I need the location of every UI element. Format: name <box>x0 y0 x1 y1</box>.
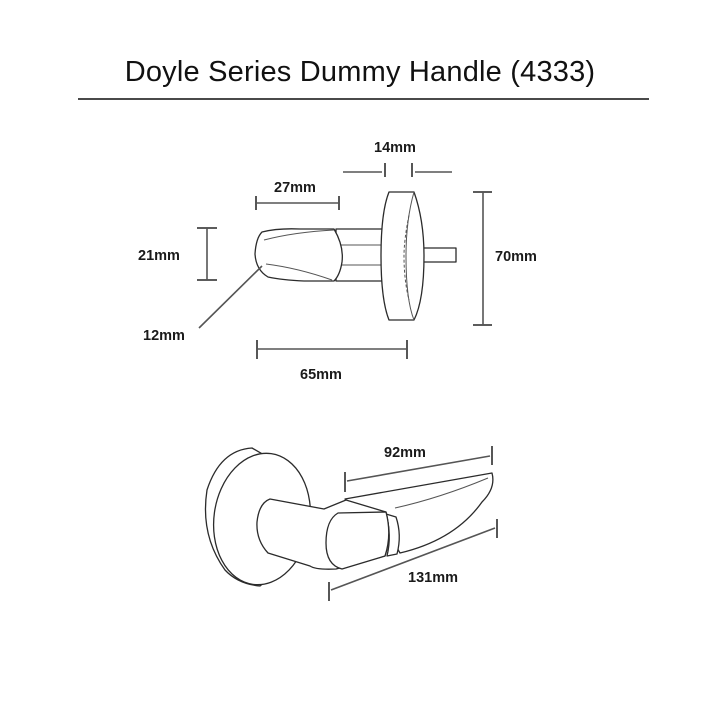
dim-label-92mm: 92mm <box>384 445 426 461</box>
rose-disc <box>380 191 425 321</box>
dim-label-70mm: 70mm <box>495 249 537 265</box>
dim-92mm: 92mm <box>344 445 493 492</box>
dim-label-12mm: 12mm <box>143 328 185 344</box>
dim-label-14mm: 14mm <box>374 140 416 156</box>
perspective-view-drawing: 92mm 131mm <box>204 445 498 601</box>
dim-131mm: 131mm <box>328 519 498 601</box>
dim-27mm: 27mm <box>255 180 340 210</box>
dim-21mm: 21mm <box>138 227 217 281</box>
dim-label-131mm: 131mm <box>408 570 458 586</box>
lever-end-cap <box>325 511 390 570</box>
side-view-drawing: 14mm 27mm 21mm 12mm 65mm <box>138 140 537 383</box>
title-divider <box>78 98 649 100</box>
dim-14mm: 14mm <box>343 140 452 177</box>
dim-label-65mm: 65mm <box>300 367 342 383</box>
page-title: Doyle Series Dummy Handle (4333) <box>124 56 596 88</box>
dim-label-27mm: 27mm <box>274 180 316 196</box>
lever-end <box>254 228 343 282</box>
dim-label-21mm: 21mm <box>138 248 180 264</box>
dim-12mm: 12mm <box>143 265 263 344</box>
dim-70mm: 70mm <box>473 191 537 326</box>
lever-blade <box>344 472 494 554</box>
dim-65mm: 65mm <box>256 340 408 383</box>
lever-neck <box>335 228 387 282</box>
